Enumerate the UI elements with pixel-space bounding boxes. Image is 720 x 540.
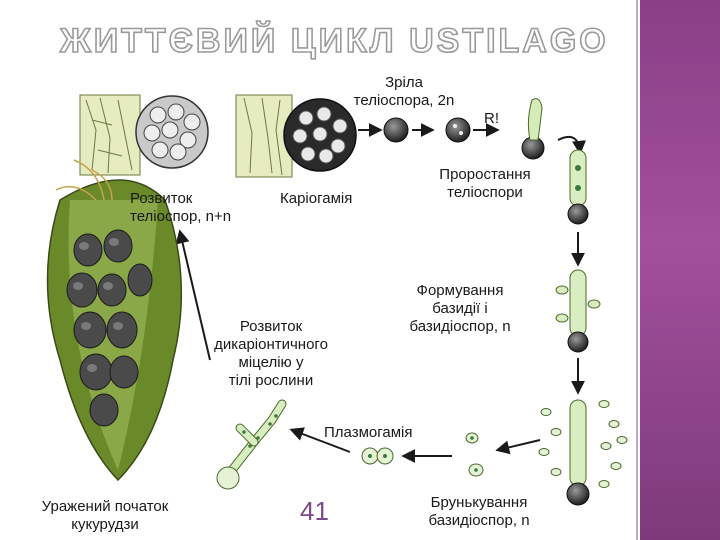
label-plasmogamy: Плазмогамія [324,424,413,442]
plant-tissue-panel-1 [80,95,140,175]
label-corn-line2: кукурудзи [20,516,190,534]
label-basidium-line1: Формування [390,282,530,300]
meiosis-spore [446,118,470,142]
label-teliospore-dev-line2: теліоспор, n+n [130,208,231,226]
page-number: 41 [300,496,329,527]
label-germination-line1: Проростання [420,166,550,184]
label-basidium-line3: базидіоспор, n [390,318,530,336]
mature-teliospore [384,118,408,142]
label-mature-teliospore-line2: теліоспора, 2n [344,92,464,110]
dikaryotic-mycelium [217,404,282,489]
label-mycelium-line1: Розвиток [196,318,346,336]
germinating-spore-1 [522,99,544,159]
label-teliospore-dev-line1: Розвиток [130,190,192,208]
basidiospore-budding [539,400,627,505]
label-mycelium-line4: тілі рослини [196,372,346,390]
label-mycelium-line3: міцелію у [196,354,346,372]
label-karyogamy: Каріогамія [280,190,352,208]
teliospore-cluster-developing [136,96,208,168]
promycelium-stage [568,150,588,224]
label-meiosis: R! [484,110,499,128]
label-budding-line1: Брунькування [414,494,544,512]
label-mature-teliospore-line1: Зріла [344,74,464,92]
basidiospores-pair [466,433,483,476]
label-budding-line2: базидіоспор, n [414,512,544,530]
label-germination-line2: теліоспори [420,184,550,202]
label-corn-line1: Уражений початок [20,498,190,516]
plasmogamy-cells [362,448,393,464]
label-mycelium-line2: дикаріонтичного [196,336,346,354]
label-basidium-line2: базидії і [390,300,530,318]
basidium-formation [556,270,600,352]
